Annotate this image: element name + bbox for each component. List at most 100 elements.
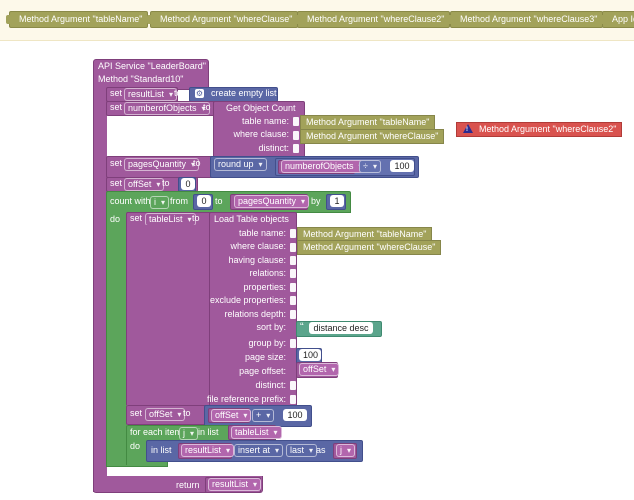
service-header: API Service "LeaderBoard" — [98, 61, 206, 71]
quote-close-icon: ” — [369, 321, 373, 333]
number-0[interactable]: 0 — [181, 178, 195, 190]
method-header: Method "Standard10" — [98, 74, 184, 84]
socket — [290, 243, 296, 252]
in-list-label: in list — [198, 427, 219, 437]
socket — [290, 381, 296, 390]
distinct-label: distinct: — [255, 380, 286, 390]
exclude-properties-label: exclude properties: — [209, 295, 286, 305]
socket — [290, 310, 296, 319]
where-clause-label: where clause: — [230, 241, 286, 251]
insert-at-dropdown[interactable]: insert at — [234, 444, 284, 457]
arg-where-clause-block[interactable]: Method Argument "whereClause" — [300, 129, 445, 144]
where-clause-label: where clause: — [233, 129, 289, 139]
relations-label: relations: — [249, 268, 286, 278]
set-label: set — [110, 158, 123, 168]
page-size-number[interactable]: 100 — [299, 349, 321, 361]
relations-depth-label: relations depth: — [224, 309, 286, 319]
warning-icon-mark: ! — [466, 127, 468, 133]
from-number[interactable]: 0 — [197, 195, 211, 207]
arg-table-name-block[interactable]: Method Argument "tableName" — [300, 115, 436, 130]
offset-getter-var[interactable]: offSet — [211, 409, 252, 422]
properties-label: properties: — [243, 282, 286, 292]
offset-var-2[interactable]: offSet — [145, 408, 186, 421]
return-result-list-var[interactable]: resultList — [208, 478, 262, 491]
create-empty-list-label: create empty list — [211, 88, 277, 98]
distinct-label: distinct: — [258, 143, 289, 153]
file-reference-prefix-label: file reference prefix: — [206, 394, 286, 404]
load-table-objects-block[interactable] — [209, 212, 297, 408]
page-offset-var[interactable]: offSet — [299, 363, 340, 376]
pages-quantity-getter-var[interactable]: pagesQuantity — [234, 195, 310, 208]
do-label: do — [110, 214, 121, 224]
chip-table-name[interactable]: Method Argument "tableName" — [5, 11, 149, 28]
socket — [290, 256, 296, 265]
from-label: from — [170, 196, 188, 206]
set-label: set — [130, 213, 143, 223]
return-label: return — [176, 480, 200, 490]
warning-icon[interactable] — [463, 124, 473, 133]
to-label: to — [193, 158, 201, 168]
number-100[interactable]: 100 — [390, 160, 414, 172]
arg-where-clause-block-2[interactable]: Method Argument "whereClause" — [297, 240, 442, 255]
pages-quantity-var[interactable]: pagesQuantity — [124, 158, 200, 171]
having-clause-label: having clause: — [228, 255, 286, 265]
for-each-item-label: for each item — [130, 427, 183, 437]
count-with-spine — [106, 211, 127, 465]
method-arguments-toolbar: Method Argument "tableName" Method Argum… — [0, 0, 634, 41]
do-label-2: do — [130, 441, 141, 451]
addition-operator[interactable]: + — [252, 409, 275, 422]
to-label: to — [183, 408, 191, 418]
get-object-count-block[interactable] — [213, 101, 305, 158]
i-var[interactable]: i — [150, 196, 169, 209]
table-list-getter-var[interactable]: tableList — [231, 426, 282, 439]
chip-app-id[interactable]: App Id — [598, 11, 634, 28]
procedure-spine — [93, 86, 107, 492]
offset-var[interactable]: offSet — [124, 178, 165, 191]
set-label: set — [110, 178, 123, 188]
chip-where-clause[interactable]: Method Argument "whereClause" — [146, 11, 299, 28]
number-of-objects-getter-var[interactable]: numberofObjects — [281, 160, 367, 173]
by-number[interactable]: 1 — [330, 195, 344, 207]
socket — [290, 296, 296, 305]
round-up-dropdown[interactable]: round up — [214, 158, 267, 171]
result-list-var[interactable]: resultList — [124, 88, 178, 101]
chip-where-clause3[interactable]: Method Argument "whereClause3" — [446, 11, 604, 28]
sort-by-value[interactable]: distance desc — [309, 322, 373, 334]
socket — [290, 229, 296, 238]
get-object-count-label: Get Object Count — [226, 103, 296, 113]
socket — [290, 283, 296, 292]
gear-icon[interactable]: ⚙ — [195, 89, 204, 98]
to-label: to — [192, 213, 200, 223]
number-100-2[interactable]: 100 — [283, 409, 307, 421]
socket — [293, 117, 299, 126]
socket — [293, 144, 299, 153]
chip-where-clause2[interactable]: Method Argument "whereClause2" — [293, 11, 451, 28]
socket — [290, 395, 296, 404]
group-by-label: group by: — [248, 338, 286, 348]
j-getter-var[interactable]: j — [336, 444, 355, 457]
by-label: by — [311, 196, 321, 206]
set-label: set — [130, 408, 143, 418]
set-table-list-spine — [126, 225, 212, 405]
as-label: as — [316, 445, 326, 455]
socket — [293, 131, 299, 140]
number-of-objects-var[interactable]: numberofObjects — [124, 102, 210, 115]
arg-where-clause2-error-block[interactable]: Method Argument "whereClause2" — [456, 122, 623, 137]
in-list-label-2: in list — [151, 445, 172, 455]
to-label: to — [162, 178, 170, 188]
to-label: to — [215, 196, 223, 206]
quote-open-icon: “ — [300, 321, 304, 333]
table-name-label: table name: — [238, 228, 286, 238]
set-label: set — [110, 88, 123, 98]
to-label: to — [174, 88, 182, 98]
table-name-label: table name: — [241, 116, 289, 126]
load-table-objects-label: Load Table objects — [214, 214, 289, 224]
last-dropdown[interactable]: last — [286, 444, 318, 457]
socket — [290, 339, 296, 348]
count-with-label: count with — [110, 196, 151, 206]
for-each-spine — [126, 439, 147, 465]
division-operator[interactable]: ÷ — [359, 160, 381, 173]
result-list-getter-var[interactable]: resultList — [181, 444, 235, 457]
sort-by-label: sort by: — [256, 322, 286, 332]
j-var[interactable]: j — [179, 427, 198, 440]
